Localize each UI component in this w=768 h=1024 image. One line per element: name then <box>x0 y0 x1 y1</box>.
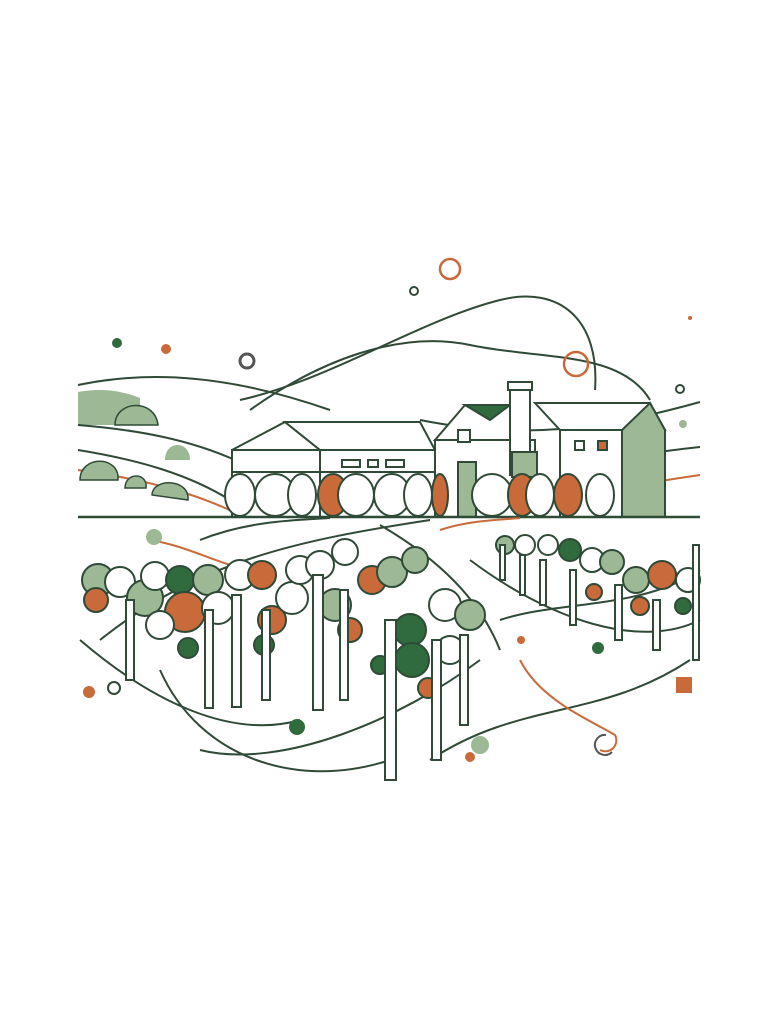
barrel <box>525 473 555 517</box>
background-hills <box>77 376 701 516</box>
vine-posts-right <box>499 544 700 661</box>
left-vine-foliage <box>81 538 486 699</box>
barrel <box>585 473 615 517</box>
vine-posts-left <box>125 574 469 781</box>
barrel <box>403 473 433 517</box>
barrel <box>337 473 375 517</box>
barrel <box>431 473 449 517</box>
barrel <box>287 473 317 517</box>
decorative-dots <box>83 257 692 762</box>
barrel <box>553 473 583 517</box>
barrel <box>471 473 513 517</box>
wine-barrels <box>224 473 615 517</box>
barrel <box>224 473 256 517</box>
